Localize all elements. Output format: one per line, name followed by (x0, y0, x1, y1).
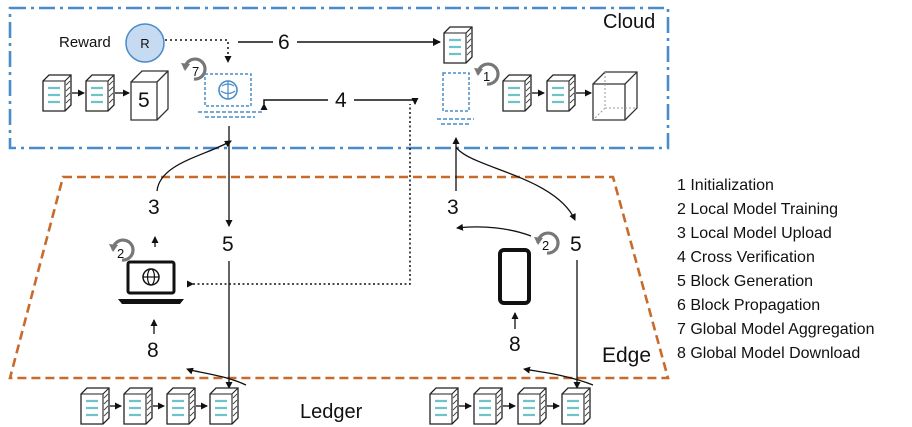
legend-item: 6 Block Propagation (677, 297, 820, 314)
ledger-left-block-1 (79, 386, 111, 426)
step-8-left: 8 (147, 339, 159, 362)
legend-item: 3 Local Model Upload (677, 225, 832, 242)
reward-badge: R (140, 36, 149, 51)
step-2-right: 2 (542, 238, 549, 253)
cloud-left-block-1 (41, 73, 73, 113)
legend-item: 4 Cross Verification (677, 249, 815, 266)
smartphone-icon (498, 248, 531, 305)
step-3-left: 3 (148, 196, 160, 219)
brain-icon (218, 80, 238, 100)
step-2-left: 2 (117, 246, 124, 261)
globe-icon (142, 268, 160, 286)
ledger-right-block-3 (516, 386, 548, 426)
legend-item: 1 Initialization (677, 177, 774, 194)
cloud-left-block-2 (84, 73, 116, 113)
step-6: 6 (278, 31, 290, 54)
laptop-icon (118, 260, 184, 304)
step-5-left: 5 (222, 233, 234, 256)
step-4-cloud: 4 (335, 89, 347, 112)
cloud-right-block-2 (545, 73, 577, 113)
cloud-right-block-1 (501, 73, 533, 113)
legend-item: 2 Local Model Training (677, 201, 838, 218)
legend: 1 Initialization 2 Local Model Training … (677, 177, 874, 362)
edge-region (8, 175, 670, 380)
cloud-right-propagated-block (442, 25, 474, 65)
step-3-right: 3 (447, 196, 459, 219)
aggregation-node-left: 7 (179, 57, 262, 118)
legend-item: 8 Global Model Download (677, 345, 860, 362)
edge-label: Edge (602, 344, 651, 367)
cloud-right-new-block (592, 71, 638, 121)
step-8-right: 8 (509, 333, 521, 356)
ledger-left-block-2 (122, 386, 154, 426)
cloud-left-new-block (130, 70, 169, 121)
ledger-right-block-4 (560, 386, 592, 426)
step-5-right: 5 (570, 233, 582, 256)
step-5-cloud-left: 5 (138, 89, 150, 112)
legend-item: 7 Global Model Aggregation (677, 321, 874, 338)
cloud-label: Cloud (603, 11, 655, 33)
ledger-label: Ledger (300, 401, 363, 423)
ledger-left-block-3 (165, 386, 197, 426)
aggregation-node-right (442, 72, 470, 112)
cloud-region (8, 6, 670, 150)
legend-item: 5 Block Generation (677, 273, 813, 290)
step-1-right: 1 (483, 69, 490, 84)
reward-circle (125, 23, 165, 63)
ledger-left-block-4 (208, 386, 240, 426)
ledger-right-block-1 (428, 386, 460, 426)
step-7-left: 7 (192, 64, 199, 79)
reward-label: Reward (59, 34, 111, 51)
ledger-right-block-2 (472, 386, 504, 426)
